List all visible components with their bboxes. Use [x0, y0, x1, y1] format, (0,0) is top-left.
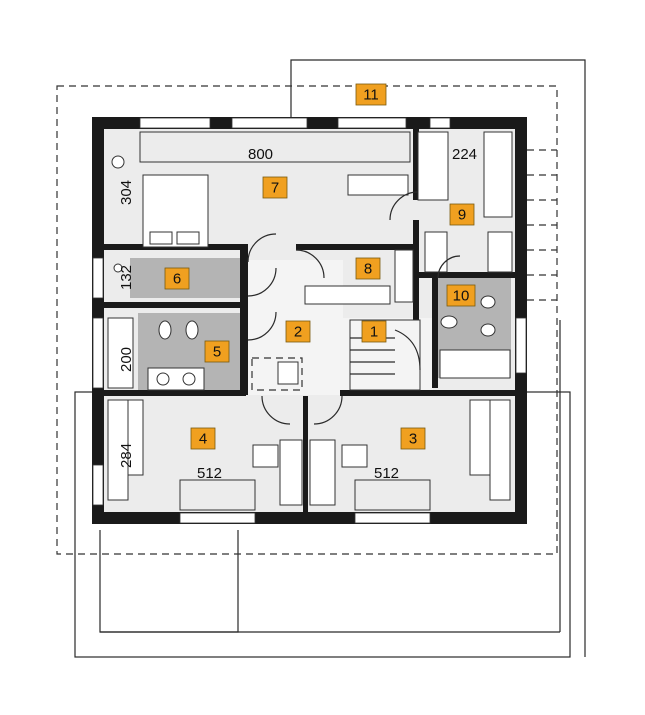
window-north-4: [429, 117, 451, 129]
desk-7: [347, 174, 409, 196]
partition-3: [309, 439, 336, 506]
wardrobe-9c: [424, 231, 448, 273]
room-label-4: 4: [190, 427, 216, 450]
fixture-6: [113, 263, 123, 273]
window-south-2: [354, 512, 431, 524]
room-label-6: 6: [164, 267, 190, 290]
svg-text:4: 4: [199, 431, 207, 448]
window-west-3: [92, 464, 104, 506]
roof-outline: [290, 59, 586, 657]
room-label-3: 3: [400, 427, 426, 450]
lamp-7: [111, 155, 125, 169]
wardrobe-9a: [417, 131, 449, 201]
wardrobe-8: [394, 249, 414, 303]
wall-bath-hall: [240, 250, 248, 395]
svg-text:5: 5: [213, 344, 221, 361]
wall-6-5: [104, 302, 244, 308]
balcony-door-4: [179, 479, 256, 511]
wall-10-stairs: [432, 278, 438, 388]
bed-3: [469, 399, 491, 476]
room-label-8: 8: [355, 257, 381, 280]
window-west-1: [92, 257, 104, 299]
room-label-10: 10: [446, 284, 476, 307]
svg-text:10: 10: [453, 288, 470, 305]
bidet-10: [480, 323, 496, 337]
room-label-2: 2: [285, 320, 311, 343]
dim-512-right: 512: [374, 465, 399, 482]
window-north-3: [337, 117, 407, 129]
wall-1-3: [340, 390, 515, 396]
wall-3-4: [303, 396, 308, 514]
room-label-1: 1: [361, 320, 387, 343]
wall-5-4: [104, 390, 246, 396]
wardrobe-9b: [483, 131, 513, 218]
wall-9-10: [419, 272, 515, 278]
svg-text:1: 1: [370, 324, 378, 341]
bidet-5: [185, 320, 199, 340]
window-west-2: [92, 317, 104, 389]
window-north-1: [139, 117, 211, 129]
south-wall: [92, 512, 527, 524]
balcony-door-3: [354, 479, 431, 511]
wall-7-9: [413, 128, 419, 200]
doors: [247, 191, 461, 425]
toilet-5: [158, 320, 172, 340]
window-south-1: [179, 512, 256, 524]
hatch-ladder: [277, 361, 299, 385]
room-label-5: 5: [204, 340, 230, 363]
wardrobe-9d: [487, 231, 513, 273]
attic-hatch: [251, 357, 303, 391]
shelf-8: [304, 285, 391, 305]
basin-5a: [156, 372, 170, 386]
bed-4: [127, 399, 144, 476]
wall-7-8: [296, 244, 416, 250]
svg-text:6: 6: [173, 271, 181, 288]
bathtub-10: [439, 349, 511, 379]
desk-3: [341, 444, 368, 468]
pillow-7b: [176, 231, 200, 245]
dim-200: 200: [118, 347, 135, 372]
dim-512-left: 512: [197, 465, 222, 482]
toilet-10: [480, 295, 496, 309]
dim-132: 132: [118, 265, 135, 290]
dim-800: 800: [248, 146, 273, 163]
basin-5b: [182, 372, 196, 386]
sink-5: [147, 367, 205, 391]
room-label-11: 11: [355, 83, 387, 106]
svg-text:11: 11: [363, 87, 379, 104]
dimensions: 800 224 304 132 200 284 512 512: [118, 146, 477, 482]
dim-304: 304: [118, 180, 135, 205]
svg-text:2: 2: [294, 324, 302, 341]
window-east-1: [515, 317, 527, 374]
window-north-2: [231, 117, 308, 129]
roof-dashed-outline: [56, 85, 558, 555]
roof-lines: [527, 149, 557, 301]
bathtub-5: [107, 317, 134, 389]
pillow-7a: [149, 231, 173, 245]
sink-10: [440, 315, 458, 329]
dim-224: 224: [452, 146, 477, 163]
svg-text:7: 7: [271, 180, 279, 197]
room-label-9: 9: [449, 203, 475, 226]
svg-text:3: 3: [409, 431, 417, 448]
dim-284: 284: [118, 443, 135, 468]
wall-8-9: [413, 220, 419, 320]
terrace-outline: [99, 530, 239, 633]
partition-4: [279, 439, 303, 506]
svg-text:8: 8: [364, 261, 372, 278]
svg-text:9: 9: [458, 207, 466, 224]
room-label-7: 7: [262, 176, 288, 199]
wardrobe-7: [139, 131, 411, 163]
desk-4: [252, 444, 279, 468]
wardrobe-3: [489, 399, 511, 501]
